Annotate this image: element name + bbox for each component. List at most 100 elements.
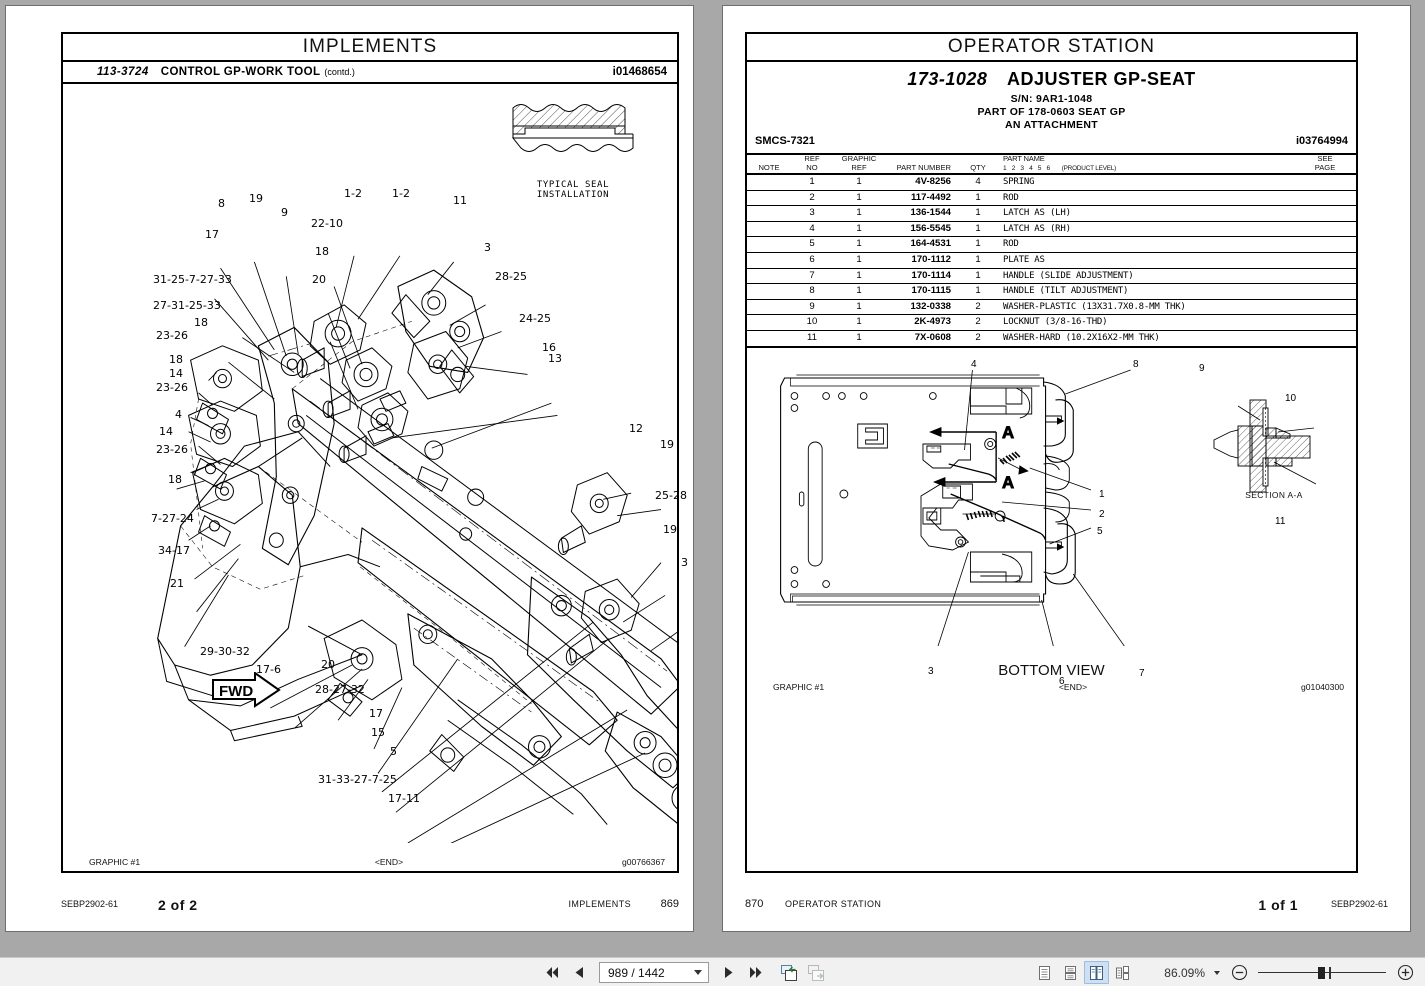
document-canvas[interactable]: IMPLEMENTS 113-3724 CONTROL GP-WORK TOOL… [0,0,1425,957]
page-number-input[interactable]: 989 / 1442 [599,962,709,983]
page-title: IMPLEMENTS [302,36,438,57]
page-frame-left: IMPLEMENTS 113-3724 CONTROL GP-WORK TOOL… [61,32,688,873]
assembly-part-number: 113-3724 [97,66,149,78]
callout-label: 3 [484,241,491,254]
cell-part-name: PLATE AS [995,251,1294,269]
serial-number-range: S/N: 9AR1-1048 [1010,93,1093,105]
view-mode-two-page-spread[interactable] [1084,961,1109,984]
cell-ref-no: 4 [791,220,833,237]
cell-note [747,220,791,237]
cell-qty: 1 [961,267,995,284]
cell-qty: 2 [961,298,995,315]
callout-label: 7-27-24 [151,512,194,525]
zoom-dropdown-caret-icon[interactable] [1214,970,1220,975]
rotate-counterclockwise-button[interactable] [777,961,801,984]
callout-label: 10 [1285,393,1297,404]
drawing-svg [157,255,677,843]
seal-detail-svg [511,104,634,152]
last-page-button[interactable] [744,961,768,984]
callout-label: 8 [1133,359,1139,370]
cell-note [747,174,791,190]
footer-page-number: 870 [745,898,764,910]
document-id: i03764994 [1296,135,1348,147]
callout-label: 19 [249,192,263,205]
callout-label: 18 [169,353,183,366]
zoom-in-icon [1397,964,1413,981]
zoom-slider-thumb[interactable] [1318,966,1325,979]
cell-qty: 1 [961,283,995,300]
callout-label: 9 [281,206,288,219]
callout-label: 18 [194,316,208,329]
callout-label: 19 [660,438,674,451]
fwd-direction-arrow: FWD [209,671,281,713]
two-page-spread-icon [1090,965,1103,980]
next-page-button[interactable] [717,961,741,984]
previous-page-button[interactable] [567,961,591,984]
callout-label: 5 [1097,526,1103,537]
cell-part-number: 156-5545 [885,220,961,237]
svg-text:A: A [1002,423,1014,442]
cell-ref-no: 8 [791,283,833,300]
cell-see-page [1294,267,1356,284]
zoom-slider[interactable] [1256,963,1388,983]
next-page-icon [725,967,733,978]
cell-part-number: 170-1114 [885,267,961,284]
cell-see-page [1294,283,1356,300]
rotate-clockwise-button[interactable] [804,961,828,984]
cell-graphic-ref: 1 [833,267,885,284]
first-page-button[interactable] [540,961,564,984]
view-mode-continuous-page[interactable] [1058,961,1083,984]
assembly-name: ADJUSTER GP-SEAT [1006,69,1196,89]
page-number-value: 989 / 1442 [608,965,665,980]
callout-label: 9 [1199,363,1205,374]
callout-label: 31-25-7-27-33 [153,273,232,286]
graphic-id: g00766367 [621,857,665,867]
zoom-in-button[interactable] [1393,961,1417,984]
page-frame-right: OPERATOR STATION 173-1028 ADJUSTER GP-SE… [745,32,1358,873]
callout-label: 16 [542,341,556,354]
view-mode-single-page[interactable] [1032,961,1057,984]
rotate-ccw-icon [780,964,797,981]
th-part-number: PART NUMBER [885,155,961,175]
zoom-out-button[interactable] [1227,961,1251,984]
cell-graphic-ref: 1 [833,283,885,300]
cell-ref-no: 10 [791,314,833,331]
contd-marker: (contd.) [324,67,355,77]
left-section-title-bar: IMPLEMENTS [63,34,677,62]
section-aa-svg [1213,399,1317,493]
cell-graphic-ref: 1 [833,329,885,346]
right-figure-footer: GRAPHIC #1 <END> g01040300 [747,682,1356,692]
cell-part-name: WASHER-PLASTIC (13X31.7X0.8-MM THK) [995,298,1294,315]
callout-label: 34-17 [158,544,190,557]
callout-label: 25-28 [655,489,687,502]
callout-label: 2 [1099,509,1105,520]
product-level-note: (PRODUCT LEVEL) [1061,164,1117,172]
cell-graphic-ref: 1 [833,298,885,315]
assembly-heading: 173-1028 ADJUSTER GP-SEAT [747,69,1356,90]
sheet-count: 1 of 1 [1258,897,1298,913]
cell-see-page [1294,236,1356,253]
cell-qty: 1 [961,189,995,206]
page-sheet-right[interactable]: OPERATOR STATION 173-1028 ADJUSTER GP-SE… [723,6,1410,931]
cell-graphic-ref: 1 [833,314,885,331]
th-graphic-ref: GRAPHIC REF [833,154,885,175]
page-sheet-left[interactable]: IMPLEMENTS 113-3724 CONTROL GP-WORK TOOL… [6,6,693,931]
graphic-label: GRAPHIC #1 [89,857,141,867]
continuous-page-icon [1065,965,1076,980]
callout-label: 11 [1275,516,1286,527]
cell-note [747,314,791,331]
view-mode-book-view[interactable] [1110,961,1135,984]
cell-ref-no: 11 [791,329,833,346]
chevron-down-icon[interactable] [694,970,702,975]
